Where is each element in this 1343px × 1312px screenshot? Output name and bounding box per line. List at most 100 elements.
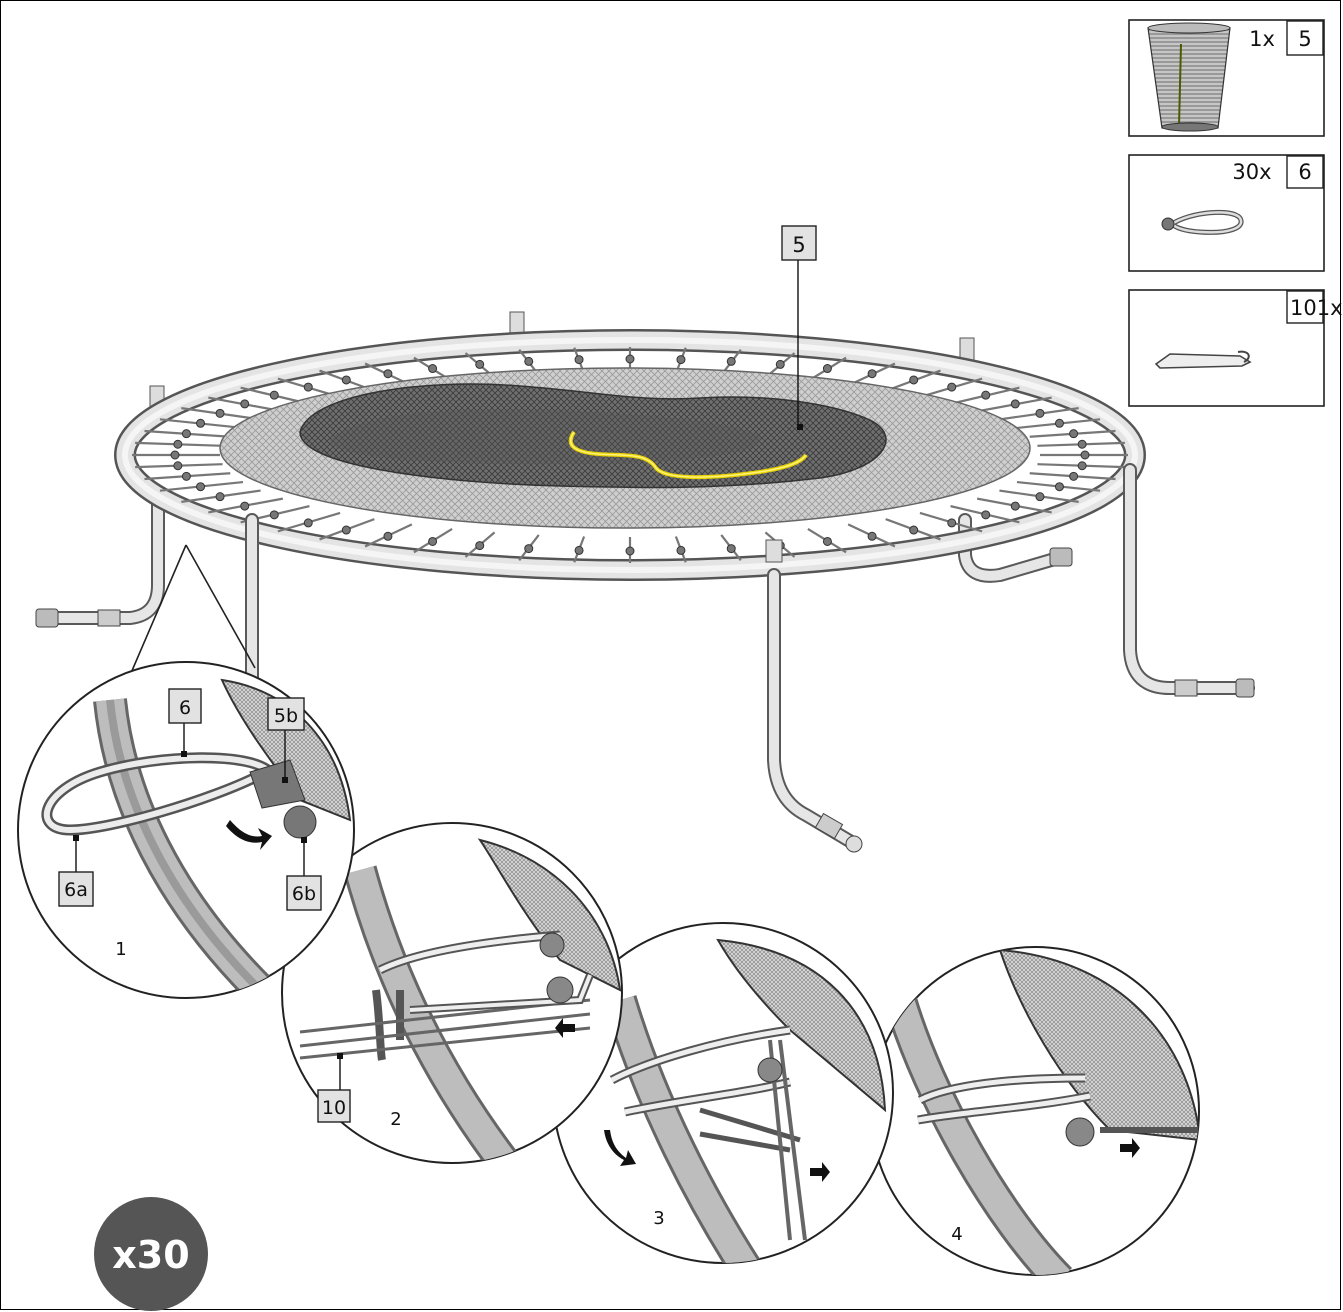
spring-ball	[383, 369, 393, 379]
spring-ball	[215, 408, 225, 418]
spring-ball	[676, 355, 686, 365]
spring-ball	[170, 450, 180, 460]
step-2-number: 2	[390, 1109, 401, 1130]
zoom-connector	[127, 544, 256, 681]
leg-front-center	[765, 539, 863, 853]
parts-list: 1x 5 30x 6 101x	[1128, 19, 1343, 407]
rotate-arrow-icon-2	[226, 820, 272, 850]
part-cord-qty: 30x	[1232, 160, 1271, 184]
spring-ball	[181, 471, 191, 481]
part-rod-qty: 101x	[1290, 296, 1343, 320]
spring-ball	[428, 536, 438, 546]
spring-ball	[947, 382, 957, 392]
spring-ball	[1054, 418, 1064, 428]
spring-ball	[625, 546, 635, 556]
part-cord-number: 6	[1298, 160, 1311, 184]
spring-ball	[1077, 439, 1087, 449]
spring-ball	[1077, 461, 1087, 471]
spring-ball	[1010, 399, 1020, 409]
detail-step-2: 10 2	[281, 822, 623, 1164]
spring-ball	[269, 390, 279, 400]
step-4-number: 4	[951, 1224, 962, 1245]
spring-ball	[269, 510, 279, 520]
detail-step-4: 4	[870, 946, 1200, 1276]
step-1-number: 1	[115, 939, 126, 960]
arrow-right-icon-2	[810, 1162, 830, 1182]
leg-back-left	[35, 493, 165, 628]
part-rod-box: 101x	[1128, 289, 1343, 407]
arrow-right-icon	[1120, 1138, 1140, 1158]
callout-net-tab: 5b	[267, 697, 305, 783]
detail-step-1: 6 5b 6a 6b 1	[17, 661, 355, 999]
spring-ball	[726, 356, 736, 366]
safety-net-on-mat	[299, 383, 887, 489]
callout-net-label: 5	[792, 233, 805, 257]
repeat-badge: x30	[94, 1197, 208, 1311]
detail-step-3: 3	[552, 922, 894, 1264]
spring-ball	[981, 390, 991, 400]
spring-ball	[475, 541, 485, 551]
callout-rod-label: 10	[322, 1097, 346, 1119]
part-cord-box: 30x 6	[1128, 154, 1325, 272]
spring-ball	[1035, 492, 1045, 502]
safety-net-icon	[1147, 22, 1231, 132]
spring-ball	[196, 482, 206, 492]
spring-ball	[1010, 501, 1020, 511]
spring-ball	[524, 544, 534, 554]
spring-ball	[726, 544, 736, 554]
callout-cord-loop: 6a	[58, 835, 94, 907]
spring-ball	[909, 525, 919, 535]
spring-ball	[524, 356, 534, 366]
spring-ball	[303, 382, 313, 392]
spring-ball	[173, 439, 183, 449]
spring-ball	[240, 399, 250, 409]
repeat-badge-label: x30	[112, 1233, 189, 1277]
spring-ball	[196, 418, 206, 428]
callout-rod: 10	[317, 1053, 351, 1123]
spring-ball	[574, 545, 584, 555]
rod-clip-icon	[1154, 350, 1252, 369]
spring-ball	[341, 525, 351, 535]
spring-ball	[867, 531, 877, 541]
spring-ball	[240, 501, 250, 511]
bungee-cord-icon	[1161, 209, 1244, 235]
spring-ball	[1069, 429, 1079, 439]
callout-cord-label: 6	[179, 697, 191, 719]
spring-ball	[822, 364, 832, 374]
callout-cord-loop-label: 6a	[64, 879, 88, 901]
callout-cord: 6	[168, 688, 202, 757]
spring-ball	[775, 359, 785, 369]
callout-net: 5	[781, 225, 817, 430]
trampoline-assembly: 5	[35, 225, 1255, 853]
spring-ball	[867, 369, 877, 379]
spring-ball	[981, 510, 991, 520]
leg-front-right	[1123, 463, 1255, 698]
spring-ball	[383, 531, 393, 541]
spring-ball	[1054, 482, 1064, 492]
callout-cord-ball-label: 6b	[292, 883, 316, 905]
spring-ball	[822, 536, 832, 546]
spring-ball	[625, 354, 635, 364]
spring-ball	[173, 461, 183, 471]
spring-ball	[947, 518, 957, 528]
spring-ball	[1080, 450, 1090, 460]
spring-ball	[676, 545, 686, 555]
step-3-number: 3	[653, 1208, 664, 1229]
spring-ball	[1035, 408, 1045, 418]
callout-cord-ball: 6b	[286, 837, 322, 911]
spring-ball	[215, 492, 225, 502]
spring-ball	[1069, 471, 1079, 481]
rotate-arrow-icon	[604, 1130, 636, 1166]
callout-net-tab-label: 5b	[274, 705, 298, 727]
spring-ball	[181, 429, 191, 439]
spring-ball	[341, 375, 351, 385]
spring-ball	[574, 355, 584, 365]
leg-back-right	[958, 513, 1073, 583]
part-net-number: 5	[1298, 27, 1311, 51]
spring-ball	[475, 359, 485, 369]
spring-ball	[428, 364, 438, 374]
part-net-box: 1x 5	[1128, 19, 1325, 137]
